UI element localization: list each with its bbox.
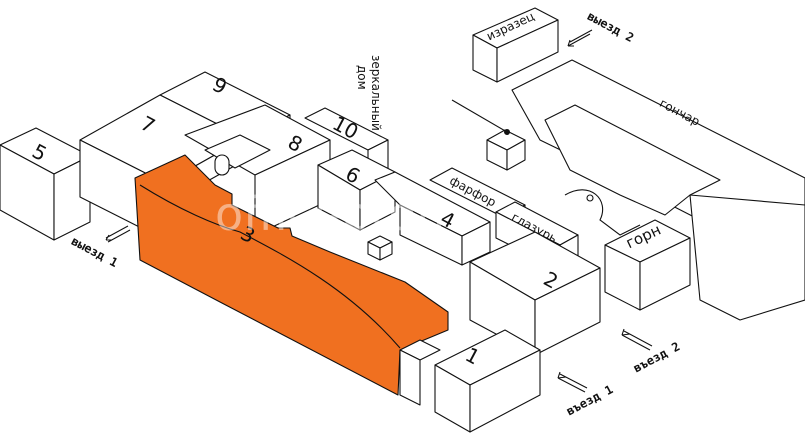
highlighted-building-3[interactable] — [134, 154, 449, 396]
building-4[interactable]: 4 — [374, 171, 491, 266]
building-1[interactable]: 1 — [399, 329, 541, 433]
building-izrazets[interactable]: изразец — [472, 7, 559, 83]
entry-2-marker: въезд 2 — [621, 328, 682, 375]
building-6[interactable]: 6 — [317, 149, 396, 231]
small-cube — [367, 235, 393, 261]
label-mirror-house-2: дом — [355, 65, 369, 90]
watermark: officeprom — [215, 187, 461, 241]
label-entry-2: въезд 2 — [631, 339, 682, 375]
building-5[interactable]: 5 — [0, 127, 91, 241]
label-entry-1: въезд 1 — [564, 382, 615, 418]
entry-1-marker: въезд 1 — [557, 371, 615, 418]
building-gorn[interactable]: горн — [604, 219, 691, 311]
exit-1-marker: выезд 1 — [69, 225, 131, 270]
building-mirror-house[interactable]: зеркальный дом — [355, 55, 526, 171]
building-8[interactable]: 8 — [184, 104, 331, 236]
building-gonchar[interactable]: гончар — [511, 59, 805, 321]
building-3[interactable]: 3 — [134, 154, 449, 396]
exit-2-marker: выезд 2 — [567, 9, 636, 47]
building-2[interactable]: 2 — [469, 231, 601, 356]
label-mirror-house-1: зеркальный — [369, 55, 383, 131]
label-exit-2: выезд 2 — [585, 9, 636, 45]
